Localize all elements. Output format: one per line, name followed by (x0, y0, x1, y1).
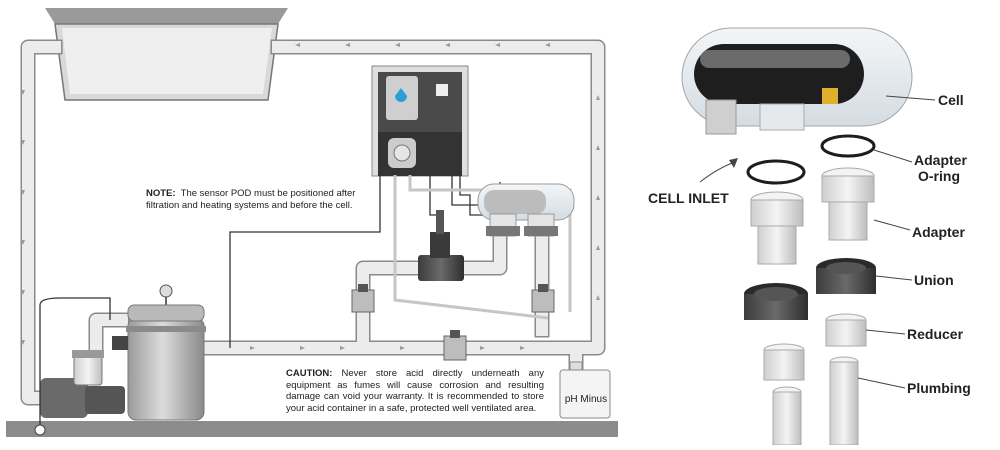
adapter-right (821, 167, 875, 241)
union-left (744, 283, 808, 320)
brand-logo-icon (822, 88, 838, 104)
reducer-left (763, 343, 805, 381)
valves (351, 284, 555, 361)
salt-cell (477, 183, 575, 237)
label-union: Union (914, 272, 954, 288)
plumbing-pipes (772, 356, 859, 446)
label-adapter-oring-2: O-ring (918, 168, 960, 184)
brand-logo-icon (436, 84, 448, 96)
label-plumbing: Plumbing (907, 380, 971, 396)
controller-unit (371, 65, 469, 177)
ph-minus-container (559, 361, 611, 419)
reducer-right (825, 313, 867, 347)
label-cell: Cell (938, 92, 964, 108)
caution-label: CAUTION: (286, 368, 333, 379)
label-adapter-oring-1: Adapter (914, 152, 967, 168)
oring-left (746, 159, 806, 185)
caution-text: CAUTION: Never store acid directly under… (286, 368, 544, 414)
filter-tank (112, 284, 206, 421)
cell-part (681, 27, 913, 135)
adapter-left (750, 191, 804, 265)
oring-right (820, 134, 876, 158)
water-drop-icon (395, 88, 407, 102)
sensor-note: NOTE: The sensor POD must be positioned … (146, 188, 376, 212)
cell-inlet-arrow-icon (729, 158, 738, 168)
ph-minus-label: pH Minus (564, 394, 608, 405)
union-right (816, 258, 876, 294)
label-reducer: Reducer (907, 326, 964, 342)
note-text: The sensor POD must be positioned after … (146, 188, 356, 211)
note-label: NOTE: (146, 188, 176, 199)
flow-arrows (21, 43, 600, 409)
pool (45, 8, 288, 101)
leader-lines (699, 95, 936, 389)
sensor-pod (418, 210, 464, 281)
ground-slab (6, 421, 618, 437)
caution-body: Never store acid directly underneath any… (286, 368, 544, 414)
pump (34, 297, 125, 436)
label-cell-inlet: CELL INLET (648, 190, 729, 206)
label-adapter: Adapter (912, 224, 965, 240)
